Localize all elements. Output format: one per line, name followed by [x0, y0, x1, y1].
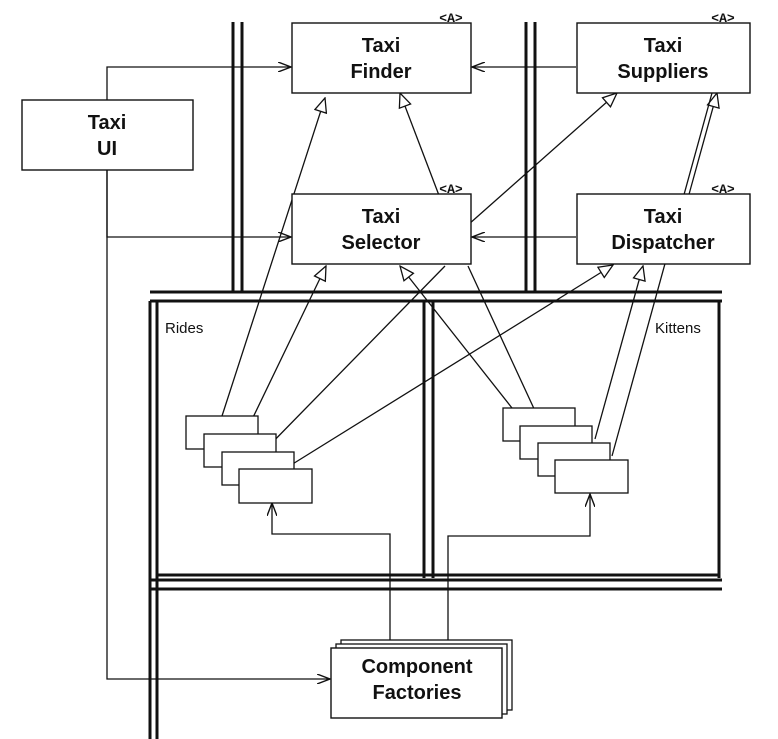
selector-implements-finder	[400, 93, 441, 199]
rides-impl-finder	[221, 98, 325, 417]
kittens-region-label: Kittens	[655, 320, 701, 337]
taxi-finder-abstract-tag: <A>	[439, 11, 463, 26]
selector-implements-suppliers	[459, 93, 617, 233]
taxi-suppliers-abstract-tag: <A>	[711, 11, 735, 26]
dispatcher-implements-suppliers	[687, 93, 717, 199]
taxi-ui-box: Taxi UI	[21, 99, 194, 171]
taxi-suppliers-line2: Suppliers	[617, 61, 708, 83]
kittens-impl-dispatcher-a	[594, 266, 643, 440]
taxi-ui-line1: Taxi	[88, 112, 127, 134]
taxi-selector-line2: Selector	[342, 232, 421, 254]
taxi-dispatcher-abstract-tag: <A>	[711, 182, 735, 197]
factories-to-kittens-arrow	[447, 494, 590, 640]
taxi-suppliers-line1: Taxi	[644, 35, 683, 57]
component-factories-line2: Factories	[373, 682, 462, 704]
taxi-dispatcher-line2: Dispatcher	[611, 232, 715, 254]
ui-to-selector-arrow	[106, 170, 291, 237]
kittens-component-stack	[502, 407, 629, 494]
kittens-impl-finder	[467, 265, 543, 427]
taxi-selector-line1: Taxi	[362, 206, 401, 228]
component-factories-box: Component Factories	[330, 639, 513, 719]
rides-impl-selector	[244, 266, 326, 435]
taxi-dispatcher-line1: Taxi	[644, 206, 683, 228]
taxi-suppliers-box: Taxi Suppliers <A>	[576, 11, 751, 94]
boundary-lines	[148, 22, 722, 739]
rides-component	[238, 468, 313, 504]
taxi-dispatcher-box: Taxi Dispatcher <A>	[576, 182, 751, 265]
kittens-impl-selector	[400, 266, 513, 409]
factories-to-rides-arrow	[272, 503, 391, 640]
component-factories-line1: Component	[361, 656, 472, 678]
taxi-selector-box: Taxi Selector <A>	[291, 182, 472, 265]
kittens-component	[554, 459, 629, 494]
ui-to-finder-arrow	[106, 67, 291, 100]
rides-component-stack	[185, 415, 313, 504]
kittens-impl-dispatcher-b	[611, 92, 713, 457]
taxi-finder-box: Taxi Finder <A>	[291, 11, 472, 94]
taxi-finder-line2: Finder	[350, 61, 411, 83]
rides-impl-dispatcher	[282, 265, 613, 471]
rides-impl-suppliers	[262, 265, 446, 453]
connector-lines	[106, 67, 717, 679]
taxi-ui-line2: UI	[97, 138, 117, 160]
taxi-finder-line1: Taxi	[362, 35, 401, 57]
ui-to-factories-arrow	[106, 170, 330, 679]
rides-region-label: Rides	[165, 320, 203, 337]
taxi-selector-abstract-tag: <A>	[439, 182, 463, 197]
